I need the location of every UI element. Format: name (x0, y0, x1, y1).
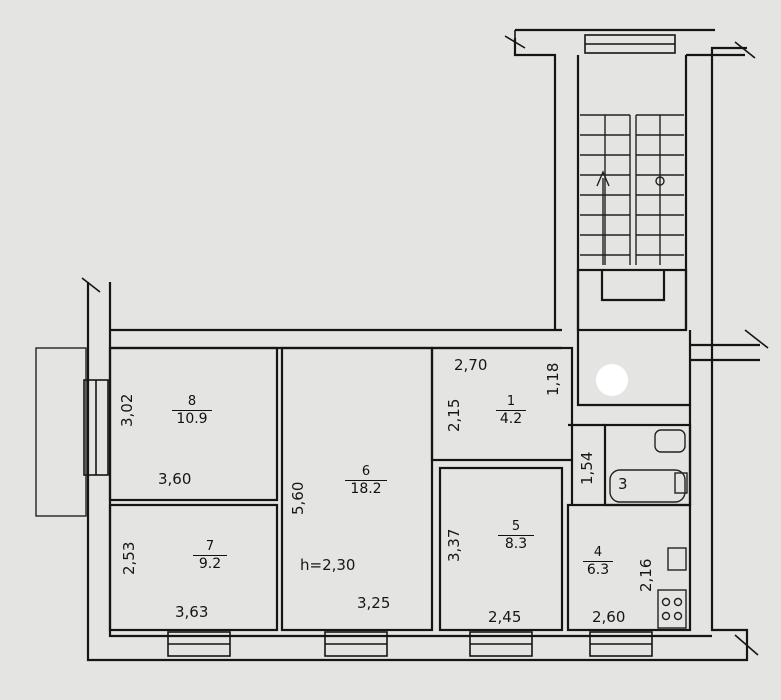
room-7-area: 9.2 (198, 556, 222, 573)
room-7-label: 7 9.2 (193, 539, 227, 573)
bath-fixtures (609, 429, 688, 629)
dim-h-2-30: h=2,30 (300, 556, 356, 574)
window-marks (83, 34, 676, 657)
dim-3-63: 3,63 (175, 603, 209, 621)
dim-2-60: 2,60 (592, 608, 626, 626)
dim-2-53: 2,53 (120, 541, 138, 575)
room-8-number: 8 (187, 394, 197, 409)
balcony (35, 347, 87, 517)
walls (86, 28, 760, 662)
dim-3-60: 3,60 (158, 470, 192, 488)
dim-5-60: 5,60 (289, 481, 307, 515)
room-5-label: 5 8.3 (498, 519, 534, 553)
room-1-number: 1 (506, 394, 516, 409)
room-4-area: 6.3 (586, 562, 610, 579)
room-5-area: 8.3 (504, 536, 528, 553)
room-1-label: 1 4.2 (496, 394, 526, 428)
room-8-label: 8 10.9 (172, 394, 212, 428)
room-6-number: 6 (361, 464, 371, 479)
dim-3-02: 3,02 (118, 393, 136, 427)
room-6-area: 18.2 (350, 481, 382, 498)
dim-1-54: 1,54 (578, 451, 596, 485)
dim-1-18: 1,18 (544, 362, 562, 396)
room-8-area: 10.9 (176, 411, 208, 428)
room-5-number: 5 (511, 519, 521, 534)
dim-3-37: 3,37 (445, 528, 463, 562)
dim-2-70: 2,70 (454, 356, 488, 374)
stairs (580, 114, 684, 265)
room-3-number: 3 (618, 475, 628, 493)
break-marks (81, 30, 769, 656)
room-7-number: 7 (205, 539, 215, 554)
room-4-label: 4 6.3 (583, 545, 613, 579)
room-1-area: 4.2 (499, 411, 523, 428)
dim-2-45: 2,45 (488, 608, 522, 626)
dim-3-25: 3,25 (357, 594, 391, 612)
room-4-number: 4 (593, 545, 603, 560)
room-6-label: 6 18.2 (345, 464, 387, 498)
dim-2-15: 2,15 (445, 398, 463, 432)
dim-2-16: 2,16 (637, 558, 655, 592)
smudge-mark (596, 364, 628, 396)
